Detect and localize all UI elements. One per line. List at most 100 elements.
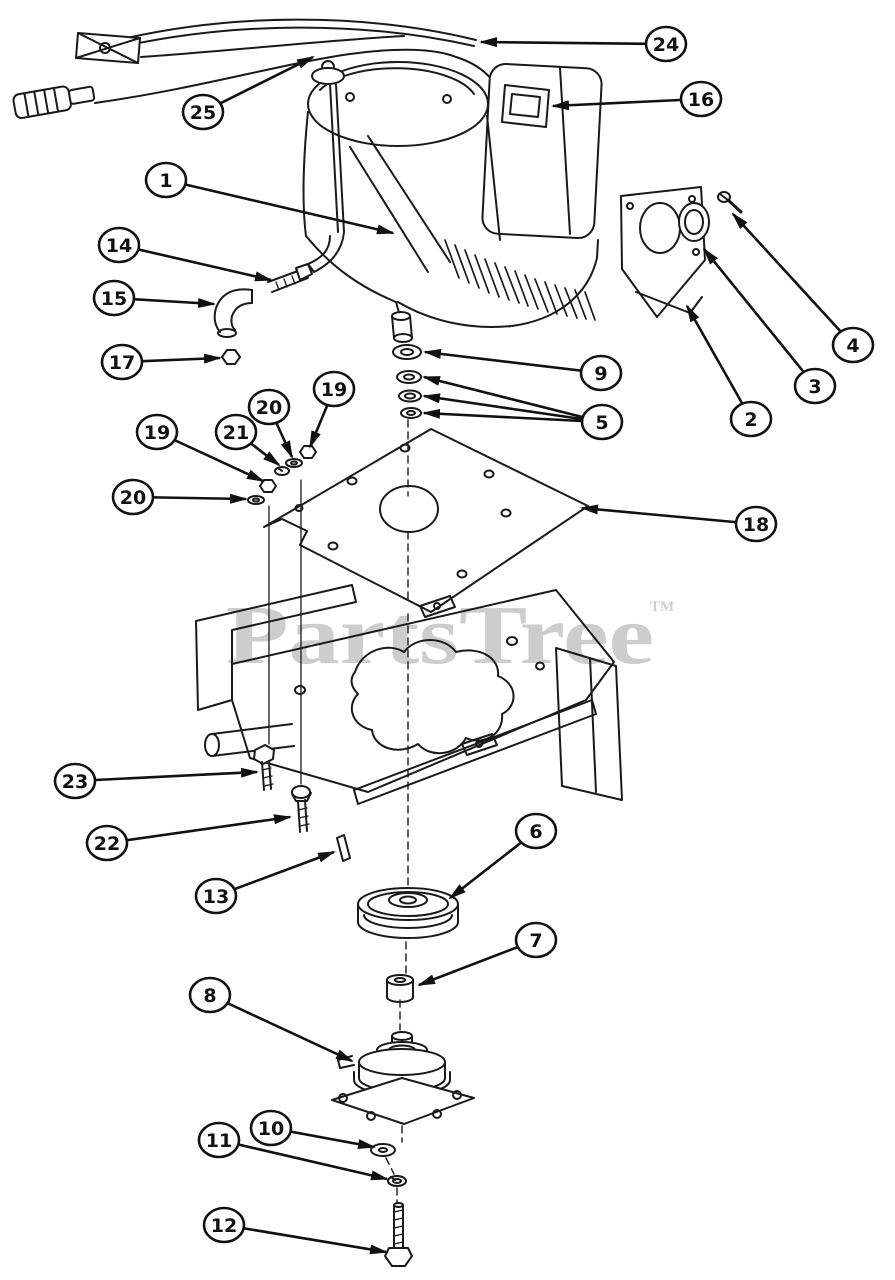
callout-10: 10 [249, 1109, 376, 1150]
callout-20: 20 [111, 478, 248, 516]
wiring-harness [12, 18, 493, 119]
callout-number: 18 [743, 514, 769, 536]
woodruff-key [336, 834, 351, 862]
callout-number: 7 [529, 930, 542, 952]
engine [302, 61, 603, 343]
callout-bubble [214, 413, 258, 451]
leader-arrow [209, 993, 354, 1063]
leader-arrow [218, 1138, 389, 1181]
harness-connector [75, 32, 141, 64]
callout-bubble [734, 505, 778, 543]
flat-washer [370, 1143, 396, 1157]
leader-arrow [479, 37, 667, 48]
elbow-fitting [213, 288, 253, 338]
callout-number: 14 [106, 235, 132, 257]
leader-arrow [106, 814, 292, 845]
leader-arrow [580, 504, 757, 526]
callout-number: 19 [321, 379, 347, 401]
leader-arrow [423, 348, 602, 375]
lock-washer [387, 1175, 407, 1187]
callout-25: 25 [181, 55, 315, 131]
leader-arrow [74, 767, 259, 783]
crankshaft [391, 301, 413, 343]
electric-clutch [331, 1031, 475, 1125]
callout-bubble [729, 400, 773, 438]
callout-number: 25 [190, 102, 216, 124]
callout-bubble [202, 1206, 246, 1244]
callout-number: 23 [62, 771, 88, 793]
callout-number: 3 [808, 376, 821, 398]
leader-arrow [422, 375, 603, 424]
callout-17: 17 [100, 343, 222, 381]
cooling-fins [444, 239, 596, 321]
nipple-fitting [267, 263, 313, 293]
callout-number: 15 [101, 288, 127, 310]
callout-bubble [514, 921, 558, 959]
callout-number: 9 [594, 363, 607, 385]
callout-bubble [249, 1109, 293, 1147]
leader-arrow [165, 178, 395, 235]
callout-12: 12 [202, 1206, 388, 1255]
callout-bubble [312, 370, 356, 408]
callout-5: 5 [422, 375, 624, 441]
callout-number: 2 [744, 409, 757, 431]
watermark: PartsTree TM [226, 589, 674, 682]
spacer [386, 974, 414, 1003]
callout-4: 4 [731, 212, 875, 364]
callout-bubble [85, 824, 129, 862]
spark-plug-boot [12, 85, 96, 119]
callout-24: 24 [479, 25, 688, 63]
callout-8: 8 [188, 976, 354, 1063]
callout-number: 6 [529, 821, 542, 843]
carriage-bolt [291, 785, 312, 833]
frame-assembly [195, 584, 623, 805]
hex-bolt [253, 744, 275, 791]
callout-number: 24 [653, 34, 679, 56]
dipstick [307, 60, 345, 273]
callout-16: 16 [551, 80, 723, 118]
callout-number: 16 [688, 89, 714, 111]
callout-number: 17 [109, 352, 135, 374]
callout-7: 7 [417, 921, 558, 987]
callout-bubble [144, 161, 188, 199]
callout-21: 21 [214, 413, 281, 467]
callout-number: 8 [203, 985, 216, 1007]
callout-bubble [92, 279, 136, 317]
key-switch-plate [501, 84, 550, 128]
callout-bubble [793, 367, 837, 405]
stud-reference-lines [268, 479, 302, 785]
callout-bubble [100, 343, 144, 381]
callout-number: 20 [256, 397, 282, 419]
callout-bubble [135, 413, 179, 451]
bearing-ring [678, 202, 710, 242]
leader-arrow [551, 97, 702, 111]
callout-15: 15 [92, 279, 216, 317]
callout-bubble [831, 326, 875, 364]
callout-bubble [579, 354, 623, 392]
callout-number: 11 [206, 1130, 232, 1152]
callout-number: 20 [120, 487, 146, 509]
leader-arrow [223, 1223, 388, 1255]
callout-number: 13 [203, 886, 229, 908]
center-bolt [384, 1202, 413, 1267]
callout-6: 6 [448, 812, 558, 900]
callout-22: 22 [85, 814, 292, 862]
centerline [385, 419, 409, 1203]
callout-19: 19 [135, 413, 265, 483]
callout-bubble [247, 388, 291, 426]
callout-number: 5 [595, 412, 608, 434]
callout-bubble [181, 93, 225, 131]
leader-arrow [118, 243, 273, 282]
callout-18: 18 [580, 504, 778, 543]
callout-number: 21 [223, 422, 249, 444]
callout-bubble [580, 403, 624, 441]
callout-number: 10 [258, 1118, 284, 1140]
hardware-stack [247, 445, 317, 505]
callout-1: 1 [144, 161, 395, 235]
callout-13: 13 [194, 850, 336, 915]
pulley [357, 887, 459, 939]
callout-number: 1 [159, 170, 172, 192]
callout-bubble [188, 976, 232, 1014]
callout-number: 22 [94, 833, 120, 855]
